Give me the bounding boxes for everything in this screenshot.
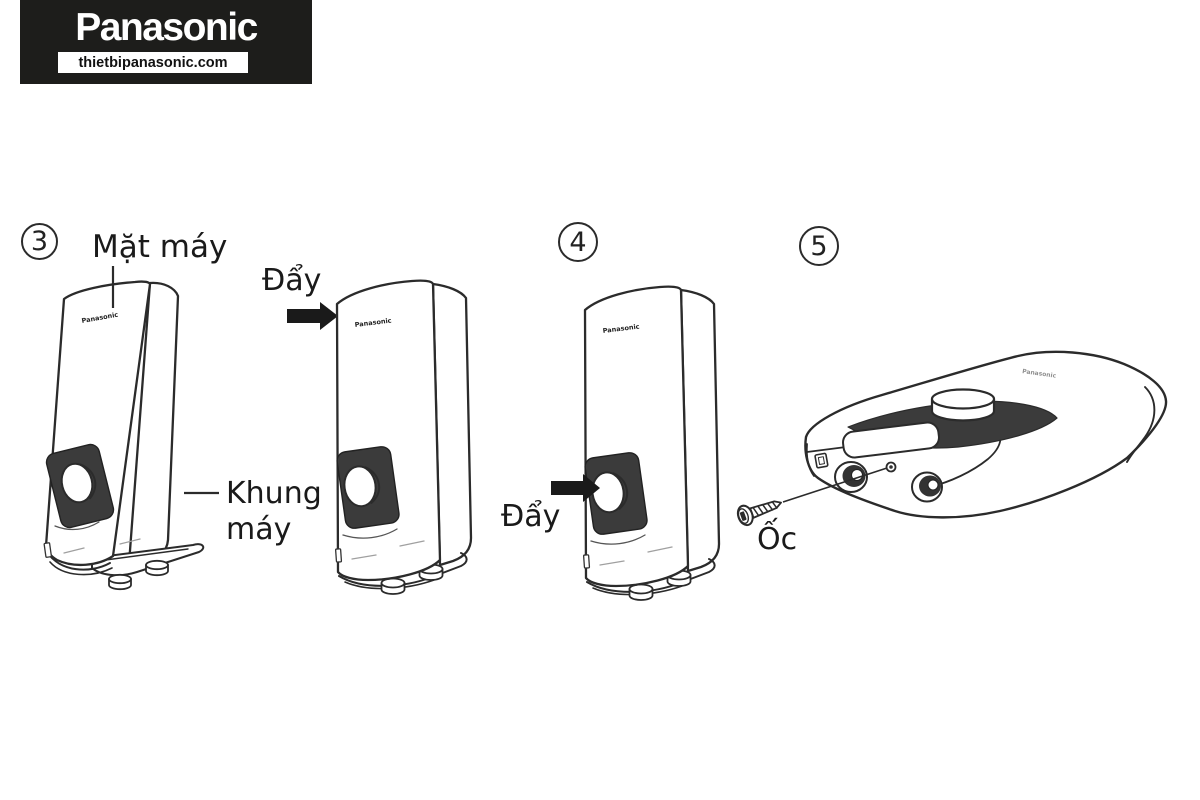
panel-seam	[342, 528, 398, 539]
step-number-4: 4	[558, 222, 598, 262]
foot-right	[145, 559, 169, 577]
website-text: thietbipanasonic.com	[78, 54, 228, 71]
latch	[335, 548, 343, 563]
end-face-edge	[1126, 386, 1156, 463]
water-heater-horizontal-step5: Panasonic	[804, 350, 1168, 519]
label-front-panel: Mặt máy	[92, 229, 228, 265]
front-face	[335, 279, 442, 582]
panel-seam	[54, 521, 100, 531]
label-frame: Khung máy	[226, 476, 322, 547]
website-banner: thietbipanasonic.com	[58, 52, 248, 73]
screw-leader-line	[782, 467, 888, 503]
panasonic-logo-block: Panasonic thietbipanasonic.com	[20, 0, 312, 84]
water-heater-closed-step4	[582, 285, 721, 602]
step-number-3: 3	[21, 223, 58, 260]
foot-left	[108, 573, 132, 591]
screw-hole	[885, 461, 897, 473]
water-heater-open-step3: Panasonic	[43, 280, 205, 591]
knob	[930, 388, 996, 422]
push-arrow-step4	[551, 474, 600, 502]
knob	[343, 465, 381, 508]
label-screw: Ốc	[757, 522, 798, 557]
side-face	[431, 282, 473, 567]
latch	[43, 542, 52, 558]
label-push-step3: Đẩy	[262, 263, 322, 298]
screw-icon	[736, 500, 782, 527]
bottom-face-edge	[806, 446, 847, 453]
water-heater-closed: Panasonic	[335, 279, 473, 595]
knob	[60, 462, 97, 504]
mount-slot	[814, 452, 829, 469]
unit-brand-label: Panasonic	[1022, 368, 1057, 380]
step-number-5: 5	[799, 226, 839, 266]
push-arrow-step3	[287, 302, 338, 330]
recess-window	[842, 421, 940, 459]
pipe-connector-right	[911, 471, 943, 503]
foot-left	[380, 577, 406, 595]
panasonic-wordmark: Panasonic	[75, 6, 258, 49]
label-push-step4: Đẩy	[501, 499, 561, 534]
model-text-marks	[63, 538, 141, 554]
model-text-marks	[351, 540, 425, 560]
